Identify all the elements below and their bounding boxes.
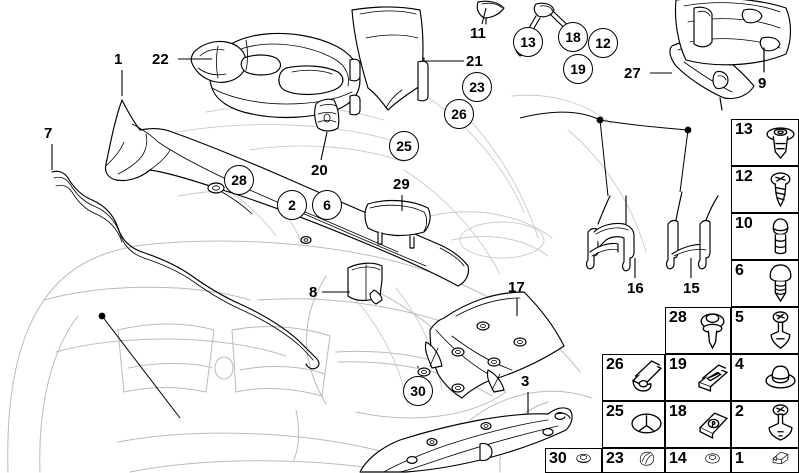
callout-3: 3 — [521, 373, 530, 390]
callout-20: 20 — [311, 162, 328, 179]
push-rivet-flange-icon — [764, 120, 797, 165]
oval-cap-icon — [630, 402, 663, 447]
pan-head-screw-icon — [764, 167, 797, 212]
callout-13: 13 — [513, 27, 543, 57]
spring-clip-icon — [696, 355, 729, 400]
legend-number: 4 — [735, 356, 744, 373]
legend-number: 18 — [669, 403, 687, 420]
part-20-bracket — [314, 98, 340, 132]
legend-number: 19 — [669, 356, 687, 373]
part-7-cowl-seal-strip — [51, 170, 320, 370]
callout-27: 27 — [624, 65, 641, 82]
bulkhead-trim-panel — [349, 6, 429, 116]
callout-9: 9 — [758, 75, 767, 92]
part-17-underbody-shield — [417, 291, 565, 399]
callout-19: 19 — [563, 54, 593, 84]
part-15-wire-bracket — [665, 191, 719, 270]
callout-25: 25 — [389, 131, 419, 161]
expanding-rivet-icon — [764, 261, 797, 306]
grommet-icon — [696, 449, 729, 472]
part-3-lower-trim-panel — [359, 407, 573, 473]
legend-cell-5[interactable]: 5 — [731, 307, 799, 354]
callout-15: 15 — [683, 280, 700, 297]
callout-17: 17 — [508, 279, 525, 296]
legend-number: 6 — [735, 262, 744, 279]
callout-26: 26 — [444, 99, 474, 129]
flange-nut-icon — [764, 355, 797, 400]
callout-21: 21 — [466, 53, 483, 70]
legend-cell-14[interactable]: 14 — [665, 448, 731, 473]
callout-1: 1 — [114, 51, 123, 68]
legend-number: 13 — [735, 121, 753, 138]
legend-number: 5 — [735, 309, 744, 326]
legend-cell-6[interactable]: 6 — [731, 260, 799, 307]
callout-18: 18 — [558, 22, 588, 52]
legend-cell-10[interactable]: 10 — [731, 213, 799, 260]
part-29-cover-pad — [364, 199, 431, 249]
legend-cell-18[interactable]: 18 — [665, 401, 731, 448]
hex-head-bolt-icon — [764, 214, 797, 259]
legend-number: 23 — [606, 450, 624, 467]
legend-number: 28 — [669, 309, 687, 326]
legend-number: 25 — [606, 403, 624, 420]
expansion-rivet-icon — [764, 308, 797, 353]
legend-cell-1[interactable]: 1 — [731, 448, 799, 473]
legend-cell-2[interactable]: 2 — [731, 401, 799, 448]
legend-number: 14 — [669, 450, 687, 467]
legend-cell-23[interactable]: 23 — [602, 448, 665, 473]
callout-8: 8 — [309, 284, 318, 301]
plug-cap-icon — [630, 449, 663, 472]
wedge-clip-icon — [764, 449, 797, 472]
legend-cell-19[interactable]: 19 — [665, 354, 731, 401]
leader-lines — [98, 111, 692, 419]
washer-grommet-icon — [567, 449, 600, 472]
callout-28: 28 — [224, 165, 254, 195]
legend-cell-25[interactable]: 25 — [602, 401, 665, 448]
legend-number: 26 — [606, 356, 624, 373]
legend-number: 12 — [735, 168, 753, 185]
callout-7: 7 — [44, 125, 53, 142]
part-9-storage-tray — [674, 0, 792, 73]
dome-rivet-icon — [696, 308, 729, 353]
legend-cell-12[interactable]: 12 — [731, 166, 799, 213]
callout-6: 6 — [312, 190, 342, 220]
plastic-rivet-icon — [764, 402, 797, 447]
callout-2: 2 — [277, 190, 307, 220]
part-16-wire-bracket — [585, 195, 635, 272]
edge-clamp-icon — [630, 355, 663, 400]
legend-cell-28[interactable]: 28 — [665, 307, 731, 354]
part-11-clip — [476, 0, 505, 25]
callout-16: 16 — [627, 280, 644, 297]
callout-11: 11 — [470, 25, 486, 42]
callout-30: 30 — [403, 376, 433, 406]
legend-cell-30[interactable]: 30 — [545, 448, 602, 473]
callout-23: 23 — [462, 72, 492, 102]
callout-29: 29 — [393, 176, 410, 193]
part-8-insulation-block — [347, 262, 383, 305]
legend-number: 10 — [735, 215, 753, 232]
sheet-nut-icon — [696, 402, 729, 447]
legend-cell-13[interactable]: 13 — [731, 119, 799, 166]
callout-22: 22 — [152, 51, 169, 68]
legend-cell-26[interactable]: 26 — [602, 354, 665, 401]
legend-number: 30 — [549, 450, 567, 467]
legend-cell-4[interactable]: 4 — [731, 354, 799, 401]
legend-number: 1 — [735, 450, 744, 467]
legend-number: 2 — [735, 403, 744, 420]
callout-12: 12 — [588, 28, 618, 58]
part-22-console-trim — [190, 32, 361, 119]
